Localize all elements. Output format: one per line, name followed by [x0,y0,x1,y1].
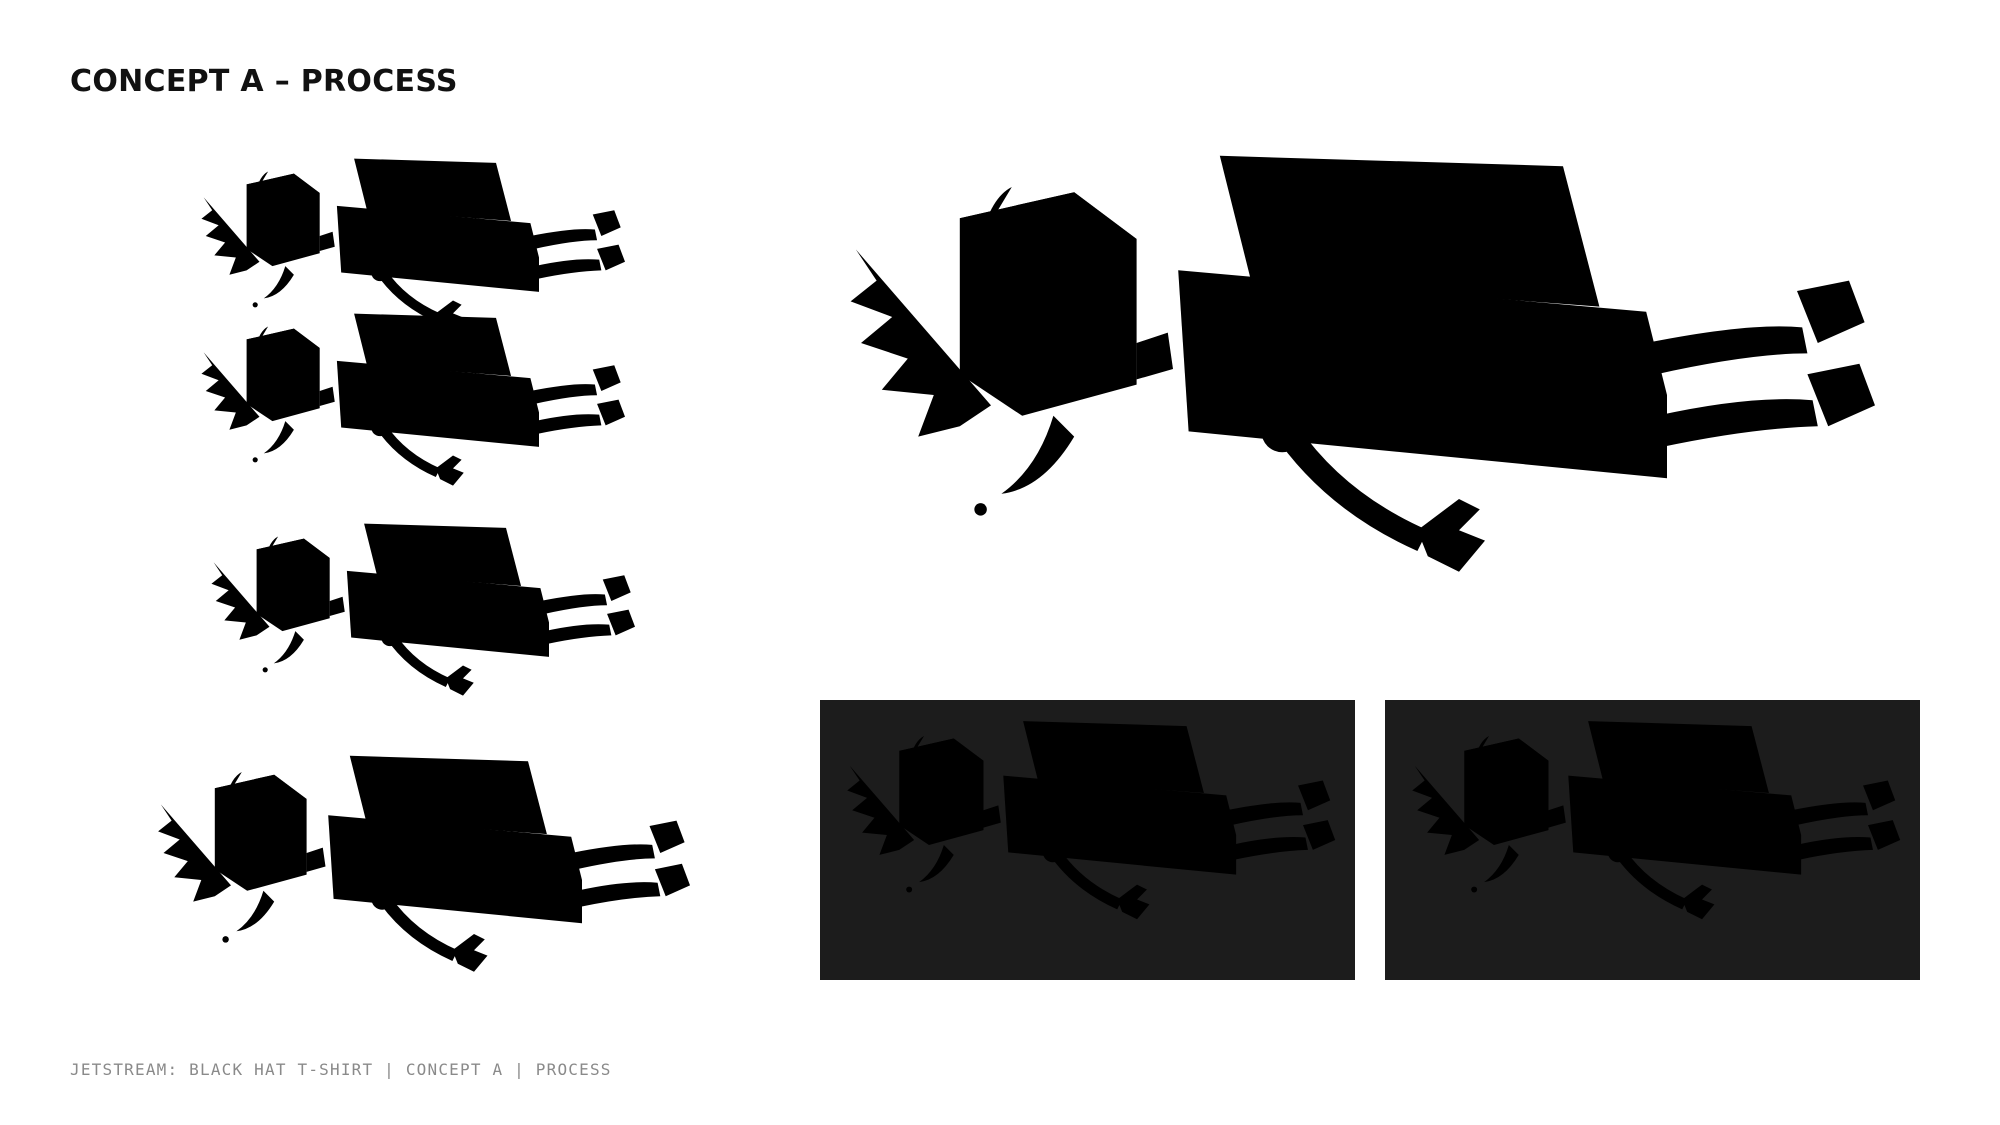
black-background-grey-variant-panel: .s6 .ln { fill:none; stroke:#ffffff; str… [820,700,1355,980]
white-variant-illustration: .s7 .ln { fill:none; stroke:#9a9a9a; str… [1412,721,1901,920]
sketch-open-lid-illustration: .s2 .ln, .s2 .rb { fill:none; stroke:#99… [201,313,625,486]
black-background-white-variant-panel: .s7 .ln { fill:none; stroke:#9a9a9a; str… [1385,700,1920,980]
final-color-illustration: .s5 .ln { fill:none; stroke:#111111; str… [850,155,1875,572]
line-drawing-illustration: .s3 .ln, .s3 .rb { fill:none; stroke:#11… [211,523,635,696]
page-footer: JETSTREAM: BLACK HAT T-SHIRT | CONCEPT A… [70,1060,612,1079]
page-title: CONCEPT A – PROCESS [70,64,458,99]
grey-variant-illustration: .s6 .ln { fill:none; stroke:#ffffff; str… [847,721,1336,920]
ink-drawing-illustration: .s4 .ln, .s4 .rb { fill:none; stroke:#11… [158,755,691,972]
